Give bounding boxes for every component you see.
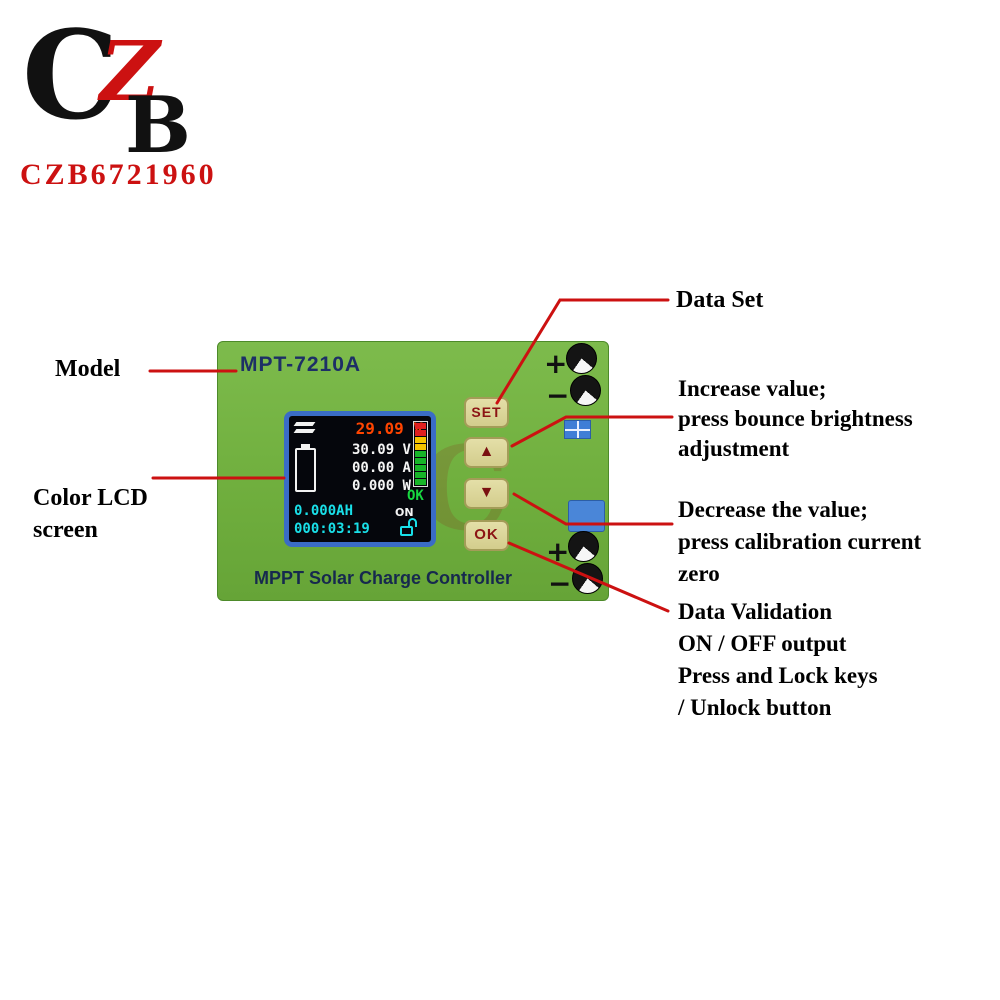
up-button[interactable]: ▲ [464, 437, 509, 468]
lcd-status-ok: OK [407, 488, 424, 504]
lcd-run-time: 000:03:19 [294, 521, 370, 537]
battery-icon [295, 444, 317, 492]
seller-id-text: CZB6721960 [20, 158, 217, 191]
logo-letter-c: C [22, 14, 119, 147]
label-model: Model [55, 356, 121, 382]
pv-input-icon [564, 420, 591, 439]
label-color-lcd-line1: Color LCD [33, 485, 148, 511]
label-increase-line2: press bounce brightness [678, 406, 913, 431]
down-button[interactable]: ▼ [464, 478, 509, 509]
label-decrease-line2: press calibration current [678, 529, 922, 554]
set-button[interactable]: SET [464, 397, 509, 428]
label-data-validation-line2: ON / OFF output [678, 631, 847, 656]
input-minus-sign: − [546, 379, 570, 412]
lcd-current: 00.00 A [351, 460, 411, 476]
output-minus-terminal [572, 563, 603, 594]
controller-board: C MPT-7210A MPPT Solar Charge Controller… [217, 341, 609, 601]
label-increase-line3: adjustment [678, 436, 790, 461]
label-increase: Increase value; press bounce brightness … [678, 374, 913, 464]
ok-button[interactable]: OK [464, 520, 509, 551]
label-data-validation-line4: / Unlock button [678, 695, 832, 720]
lcd-output-state: ON [395, 506, 414, 519]
board-title-text: MPPT Solar Charge Controller [253, 568, 513, 588]
label-data-set: Data Set [676, 287, 764, 313]
label-increase-line1: Increase value; [678, 376, 827, 401]
output-plus-terminal [568, 531, 599, 562]
lcd-level-meter [413, 421, 428, 487]
output-plus-sign: + [546, 535, 570, 568]
input-plus-sign: + [544, 347, 568, 380]
model-number-text: MPT-7210A [240, 353, 362, 376]
brand-logo: C Z B [22, 14, 191, 154]
input-plus-terminal [566, 343, 597, 374]
label-color-lcd-line2: screen [33, 517, 98, 543]
label-data-validation: Data Validation ON / OFF output Press an… [678, 596, 878, 724]
label-data-validation-line1: Data Validation [678, 599, 833, 624]
lcd-battery-voltage: 30.09 V [351, 442, 411, 458]
label-color-lcd: Color LCD screen [33, 482, 148, 546]
unlock-icon [399, 518, 419, 538]
logo-letter-z: Z [97, 24, 163, 120]
label-data-validation-line3: Press and Lock keys [678, 663, 878, 688]
lcd-pv-voltage: 29.09 V [355, 419, 423, 438]
logo-letter-b: B [125, 80, 191, 154]
label-decrease: Decrease the value; press calibration cu… [678, 494, 921, 590]
lcd-amp-hours: 0.000AH [294, 503, 354, 519]
lcd-screen: 29.09 V 30.09 V 00.00 A 0.000 W OK 0.000… [284, 411, 436, 547]
input-minus-terminal [570, 375, 601, 406]
label-decrease-line3: zero [678, 561, 720, 586]
lcd-power: 0.000 W [351, 478, 411, 494]
label-decrease-line1: Decrease the value; [678, 497, 868, 522]
solar-panel-icon [293, 421, 318, 436]
output-minus-sign: − [548, 567, 572, 600]
battery-connector [568, 500, 605, 532]
